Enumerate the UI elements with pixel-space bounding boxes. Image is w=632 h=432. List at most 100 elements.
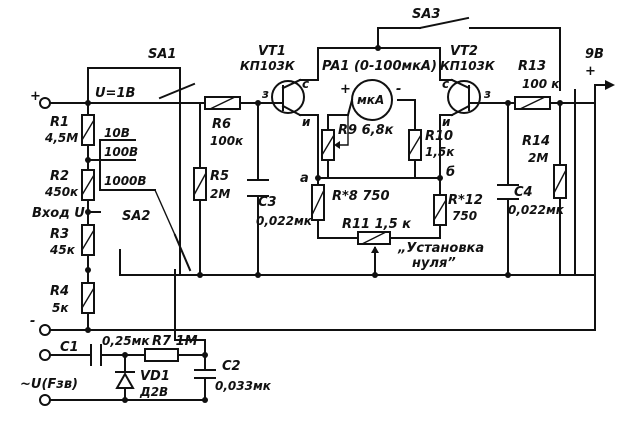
terminal-plus — [39, 97, 51, 109]
junction — [505, 100, 511, 106]
label-c4-value: 0,022мк — [508, 203, 565, 217]
label-r11: R11 1,5 к — [342, 217, 412, 232]
label-meter-minus: - — [396, 82, 401, 97]
junction — [505, 272, 511, 278]
label-node-b: б — [446, 165, 455, 180]
junction — [255, 100, 261, 106]
diode-vd1 — [115, 371, 135, 389]
label-r2-value: 450к — [44, 185, 79, 199]
resistor-r11-mark — [361, 231, 387, 245]
resistor-r1-mark — [81, 119, 95, 141]
resistor-r9-mark — [321, 134, 335, 156]
label-sa2: SA2 — [122, 209, 150, 224]
label-r3-value: 45к — [49, 243, 76, 257]
transistor-vt2-drain — [450, 78, 471, 90]
label-plus: + — [30, 89, 41, 104]
label-r9: R9 6,8к — [338, 123, 395, 138]
meter-pa1 — [346, 79, 393, 121]
junction — [202, 397, 208, 403]
label-vhod: Вход U — [32, 206, 85, 221]
label-r8: R*8 750 — [332, 189, 390, 204]
switches — [154, 16, 470, 272]
label-range-10b: 10B — [104, 126, 130, 140]
label-c2-value: 0,033мк — [215, 379, 272, 393]
capacitors — [90, 179, 519, 379]
transistor-vt1-drain — [281, 78, 302, 90]
junction — [372, 272, 378, 278]
wires — [47, 27, 596, 401]
label-range-1000b: 1000B — [104, 174, 147, 188]
label-r5-value: 2М — [210, 187, 230, 201]
switch-sa2-link — [154, 189, 176, 236]
terminal-minus — [39, 324, 51, 336]
label-r14: R14 — [522, 134, 550, 149]
switch-sa1-blade — [158, 82, 196, 100]
label-pa1: PA1 (0-100мкА) — [322, 59, 437, 74]
label-r1-value: 4,5M — [44, 131, 78, 145]
label-range-100b: 100B — [104, 145, 138, 159]
label-r4: R4 — [50, 284, 69, 299]
resistor-r14-mark — [553, 169, 567, 194]
label-c1-value: 0,25мк — [102, 334, 150, 348]
transistor-vt1-body — [271, 80, 305, 114]
label-zero-2: нуля” — [412, 256, 456, 271]
label-r6-value: 100к — [210, 134, 244, 148]
junction — [85, 100, 91, 106]
label-r5: R5 — [210, 169, 229, 184]
label-c3: C3 — [258, 195, 277, 210]
transistor-vt2 — [439, 78, 483, 117]
switch-sa2-blade — [173, 233, 192, 272]
resistor-r5-mark — [193, 172, 207, 196]
r9-wiper-arrow — [334, 141, 340, 149]
resistor-r12-mark — [433, 199, 447, 221]
label-vd1: VD1 — [140, 369, 170, 384]
resistors — [81, 96, 567, 362]
diode-body — [115, 371, 135, 389]
node-b — [437, 175, 443, 181]
junction — [197, 272, 203, 278]
label-r4-value: 5к — [52, 301, 69, 315]
label-r14-value: 2М — [528, 151, 548, 165]
label-meter-unit: мкА — [357, 93, 384, 107]
node-a — [315, 175, 321, 181]
label-vt2-type: КП103К — [440, 59, 496, 73]
transistor-vt1-source — [281, 104, 302, 117]
label-u1b: U=1B — [95, 86, 135, 101]
label-minus: - — [30, 314, 35, 329]
label-vt1-type: КП103К — [240, 59, 296, 73]
label-vd1-type: Д2В — [139, 385, 168, 399]
junction-dots — [85, 45, 563, 403]
label-r1: R1 — [50, 115, 69, 130]
junction — [202, 352, 208, 358]
label-c4: C4 — [514, 185, 533, 200]
junction — [122, 397, 128, 403]
label-c2: C2 — [222, 359, 241, 374]
wire — [346, 98, 354, 117]
label-vt1: VT1 — [258, 44, 286, 59]
junction — [375, 45, 381, 51]
label-c1: C1 — [60, 340, 79, 355]
junction — [255, 272, 261, 278]
resistor-r7 — [144, 348, 179, 362]
label-9b: 9B — [585, 47, 604, 62]
resistor-r13-mark — [519, 96, 546, 110]
label-node-a: a — [300, 171, 309, 186]
supply-arrow-head — [605, 80, 615, 90]
resistor-r4-mark — [81, 287, 95, 309]
junction — [122, 352, 128, 358]
transistor-vt2-source — [450, 104, 471, 117]
r11-wiper-arrow — [371, 246, 379, 253]
label-vt2-drain: с — [442, 77, 449, 91]
label-r10-value: 1,5к — [425, 145, 455, 159]
label-c3-value: 0,022мк — [256, 214, 313, 228]
junction — [557, 100, 563, 106]
terminal-ac-1 — [39, 349, 51, 361]
label-vt2-gate: з — [483, 87, 491, 101]
resistor-r10-mark — [408, 134, 422, 156]
junction — [85, 209, 91, 215]
label-vt1-drain: с — [302, 77, 309, 91]
label-r3: R3 — [50, 227, 69, 242]
label-r6: R6 — [212, 117, 231, 132]
